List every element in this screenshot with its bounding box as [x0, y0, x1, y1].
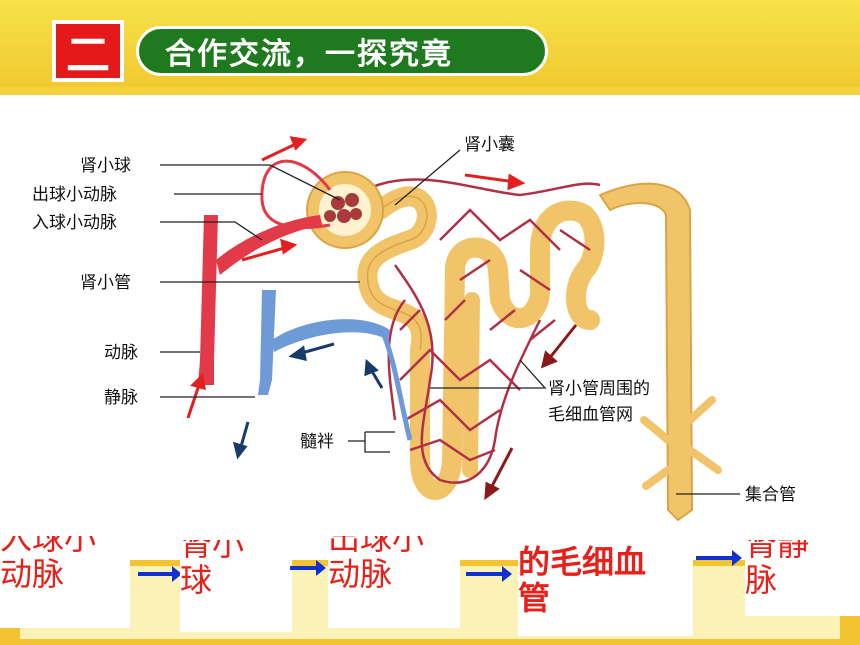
red-flow-arrows	[186, 136, 526, 419]
efferent-vessel	[260, 159, 332, 229]
label-artery: 动脉	[104, 343, 138, 363]
label-capsule: 肾小囊	[464, 135, 515, 155]
dark-red-flow-arrows	[484, 324, 578, 501]
flow-box-renal-vein: 肾静脉	[745, 540, 860, 616]
label-glomerulus: 肾小球	[80, 156, 131, 176]
label-afferent-arteriole: 入球小动脉	[32, 213, 117, 233]
label-efferent-arteriole: 出球小动脉	[32, 185, 117, 205]
blue-flow-arrows	[232, 342, 384, 460]
vein	[258, 290, 413, 441]
kidney-nephron-diagram: 肾小球 出球小动脉 入球小动脉 肾小囊 肾小管 动脉 静脉 肾小管周围的 毛细血…	[32, 135, 796, 522]
flow-box-efferent: 出球小动脉	[328, 536, 460, 628]
label-capillary-network-2: 毛细血管网	[548, 405, 633, 425]
glomerulus	[324, 193, 362, 223]
label-vein: 静脉	[104, 388, 138, 408]
label-tubule: 肾小管	[80, 273, 131, 293]
flow-arrow-2	[290, 560, 326, 576]
flow-arrow-3	[466, 566, 512, 582]
label-loop: 髓袢	[300, 432, 334, 452]
label-collecting-duct: 集合管	[745, 485, 796, 505]
flow-box-afferent: 入球小动脉	[0, 536, 130, 628]
artery	[198, 215, 322, 385]
section-number: 二	[52, 20, 124, 82]
flow-arrow-4	[696, 550, 742, 566]
section-title: 合作交流，一探究竟	[136, 26, 548, 76]
flow-box-capillaries: 的毛细血管	[518, 544, 693, 636]
flow-box-glomerulus: 肾小球	[180, 540, 292, 632]
flow-arrow-1	[138, 566, 182, 582]
collecting-duct	[598, 182, 694, 522]
label-capillary-network: 肾小管周围的	[548, 379, 650, 399]
